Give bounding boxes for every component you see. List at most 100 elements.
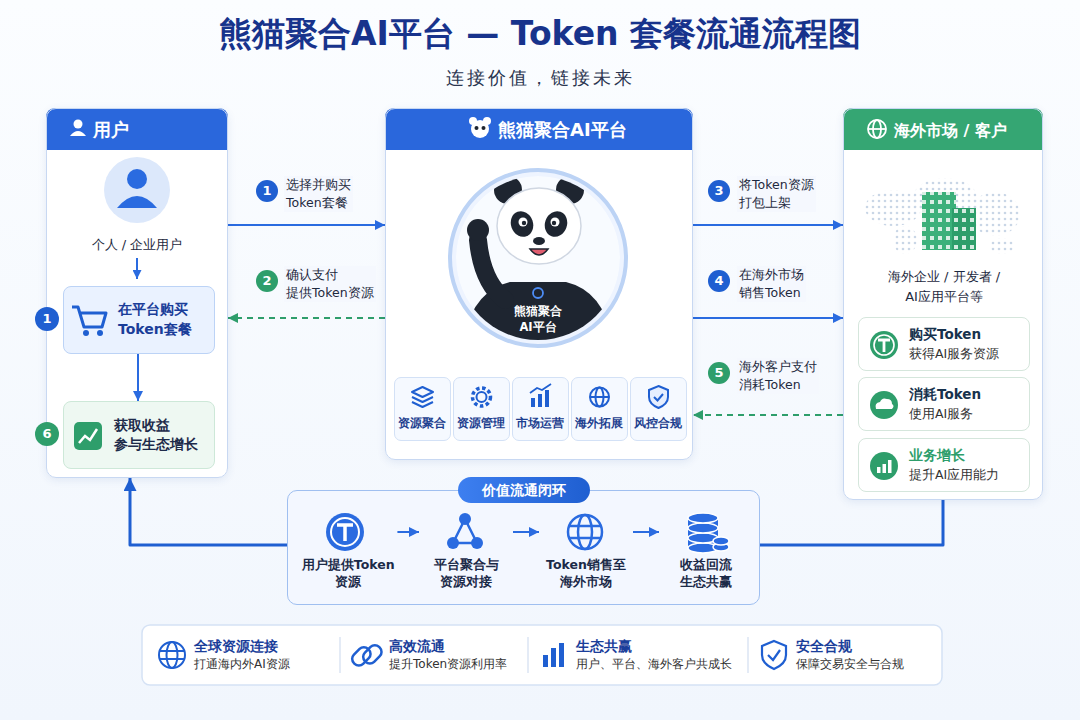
chart-icon <box>538 394 542 407</box>
user-header-icon <box>70 131 86 136</box>
shield-icon <box>762 641 786 669</box>
token-icon <box>870 331 898 359</box>
process-box: 在平台购买 Token套餐 <box>63 286 215 354</box>
process-box: 获取收益 参与生态增长 <box>63 401 215 469</box>
flow-connector <box>137 354 139 401</box>
box-text: 用户 <box>93 119 129 141</box>
user-panel-fill <box>46 108 228 150</box>
overseas-panel-fill <box>843 108 1043 150</box>
person-icon <box>127 169 147 189</box>
callout-number: 2 <box>256 270 278 292</box>
growth-icon <box>877 467 881 473</box>
diagram-title: 熊猫聚合AI平台 — Token 套餐流通流程图 <box>0 12 1080 57</box>
callout-number: 1 <box>35 307 59 331</box>
coins-icon <box>688 523 718 533</box>
box-text: 用户、平台、海外客户共成长 <box>576 656 749 673</box>
globe-icon <box>590 388 609 407</box>
growth-icon <box>74 422 102 450</box>
feature-band <box>340 637 748 673</box>
cloud-icon <box>870 391 898 419</box>
bar-icon <box>543 643 564 667</box>
platform-panel-fill <box>385 108 693 460</box>
cart-icon <box>72 307 106 327</box>
panda-header-icon <box>469 117 491 138</box>
network-icon <box>447 537 459 549</box>
panda-mascot <box>478 240 505 300</box>
user-panel-fill <box>46 108 228 478</box>
panda-mascot <box>522 221 526 225</box>
box-heading: 生态共赢 <box>576 637 749 657</box>
box-heading: 全球资源连接 <box>194 637 340 657</box>
box-text: 在平台购买 Token套餐 <box>118 300 192 339</box>
chart-icon <box>531 390 549 407</box>
building-icon <box>952 208 976 250</box>
subtitle: 连接价值，链接未来 <box>0 66 1080 90</box>
panda-mascot <box>530 249 548 255</box>
user-header-icon <box>74 120 83 129</box>
box-text: 打通海内外AI资源 <box>194 656 340 673</box>
layers-icon <box>412 397 433 402</box>
shield-icon <box>649 386 668 408</box>
edge-label: 海外客户支付 消耗Token <box>737 358 819 394</box>
panda-mascot <box>541 208 571 240</box>
person-icon <box>104 157 170 223</box>
box-text: 提升AI应用能力 <box>909 466 999 484</box>
cart-icon <box>83 330 89 336</box>
panda-mascot <box>533 288 543 298</box>
loop-step: 平台聚合与 资源对接 <box>419 511 513 599</box>
box-heading: 购买Token <box>909 325 981 345</box>
box-text: 价值流通闭环 <box>458 477 590 503</box>
panda-header-icon <box>475 126 479 130</box>
panda-mascot <box>462 282 614 352</box>
growth-icon <box>877 460 892 473</box>
overseas-panel-fill <box>843 108 1043 500</box>
feature-item: 生态共赢用户、平台、海外客户共成长 <box>532 625 749 685</box>
network-icon <box>447 513 483 549</box>
overseas-header-icon <box>868 128 886 130</box>
coins-icon <box>688 513 718 523</box>
cloud-icon <box>859 378 909 432</box>
function-box: 海外拓展 <box>571 377 628 441</box>
market-panel: 海外市场 / 客户海外企业 / 开发者 / AI应用平台等 购买Token获得A… <box>843 108 1043 500</box>
panda-mascot <box>456 176 620 352</box>
shield-icon <box>631 378 686 412</box>
person-icon <box>117 196 157 208</box>
panda-mascot <box>552 221 556 225</box>
flow-connector <box>228 317 385 319</box>
gear-icon <box>454 378 509 412</box>
token-icon <box>326 513 364 551</box>
function-box: 资源聚合 <box>394 377 451 441</box>
cart-icon <box>64 287 114 355</box>
panda-mascot <box>533 237 545 245</box>
flow-connector <box>693 414 843 416</box>
globe-icon <box>572 378 627 412</box>
flow-connector <box>228 224 385 226</box>
user-type: 个人 / 企业用户 <box>46 236 228 254</box>
globe-icon <box>568 515 602 549</box>
feature-band <box>142 625 942 685</box>
hoodie-text: 熊猫聚合 AI平台 <box>514 303 562 335</box>
growth-icon <box>79 429 97 443</box>
flow-connector <box>633 531 659 533</box>
panda-mascot <box>497 188 581 264</box>
box-heading: 业务增长 <box>909 446 965 466</box>
flow-connector <box>693 224 843 226</box>
loop-panel-fill <box>287 490 760 605</box>
building-icon <box>922 192 956 250</box>
panda-header-icon <box>471 120 489 138</box>
edge-label: 选择并购买 Token套餐 <box>284 176 353 212</box>
edge-label: 在海外市场 销售Token <box>737 266 806 302</box>
shield-icon <box>768 650 780 660</box>
overseas-panel-fill <box>843 108 1043 500</box>
layers-icon <box>412 402 433 407</box>
person-icon <box>104 157 170 223</box>
globe-icon <box>167 642 178 668</box>
growth-icon <box>64 402 112 470</box>
feature-item: 全球资源连接打通海内外AI资源 <box>150 625 340 685</box>
feature-band <box>142 625 942 685</box>
benefit-box: 消耗Token使用AI服务 <box>858 377 1030 431</box>
link-icon <box>350 643 384 668</box>
box-text: 资源聚合 <box>398 416 446 431</box>
layers-icon <box>412 387 433 397</box>
token-icon <box>326 513 364 551</box>
